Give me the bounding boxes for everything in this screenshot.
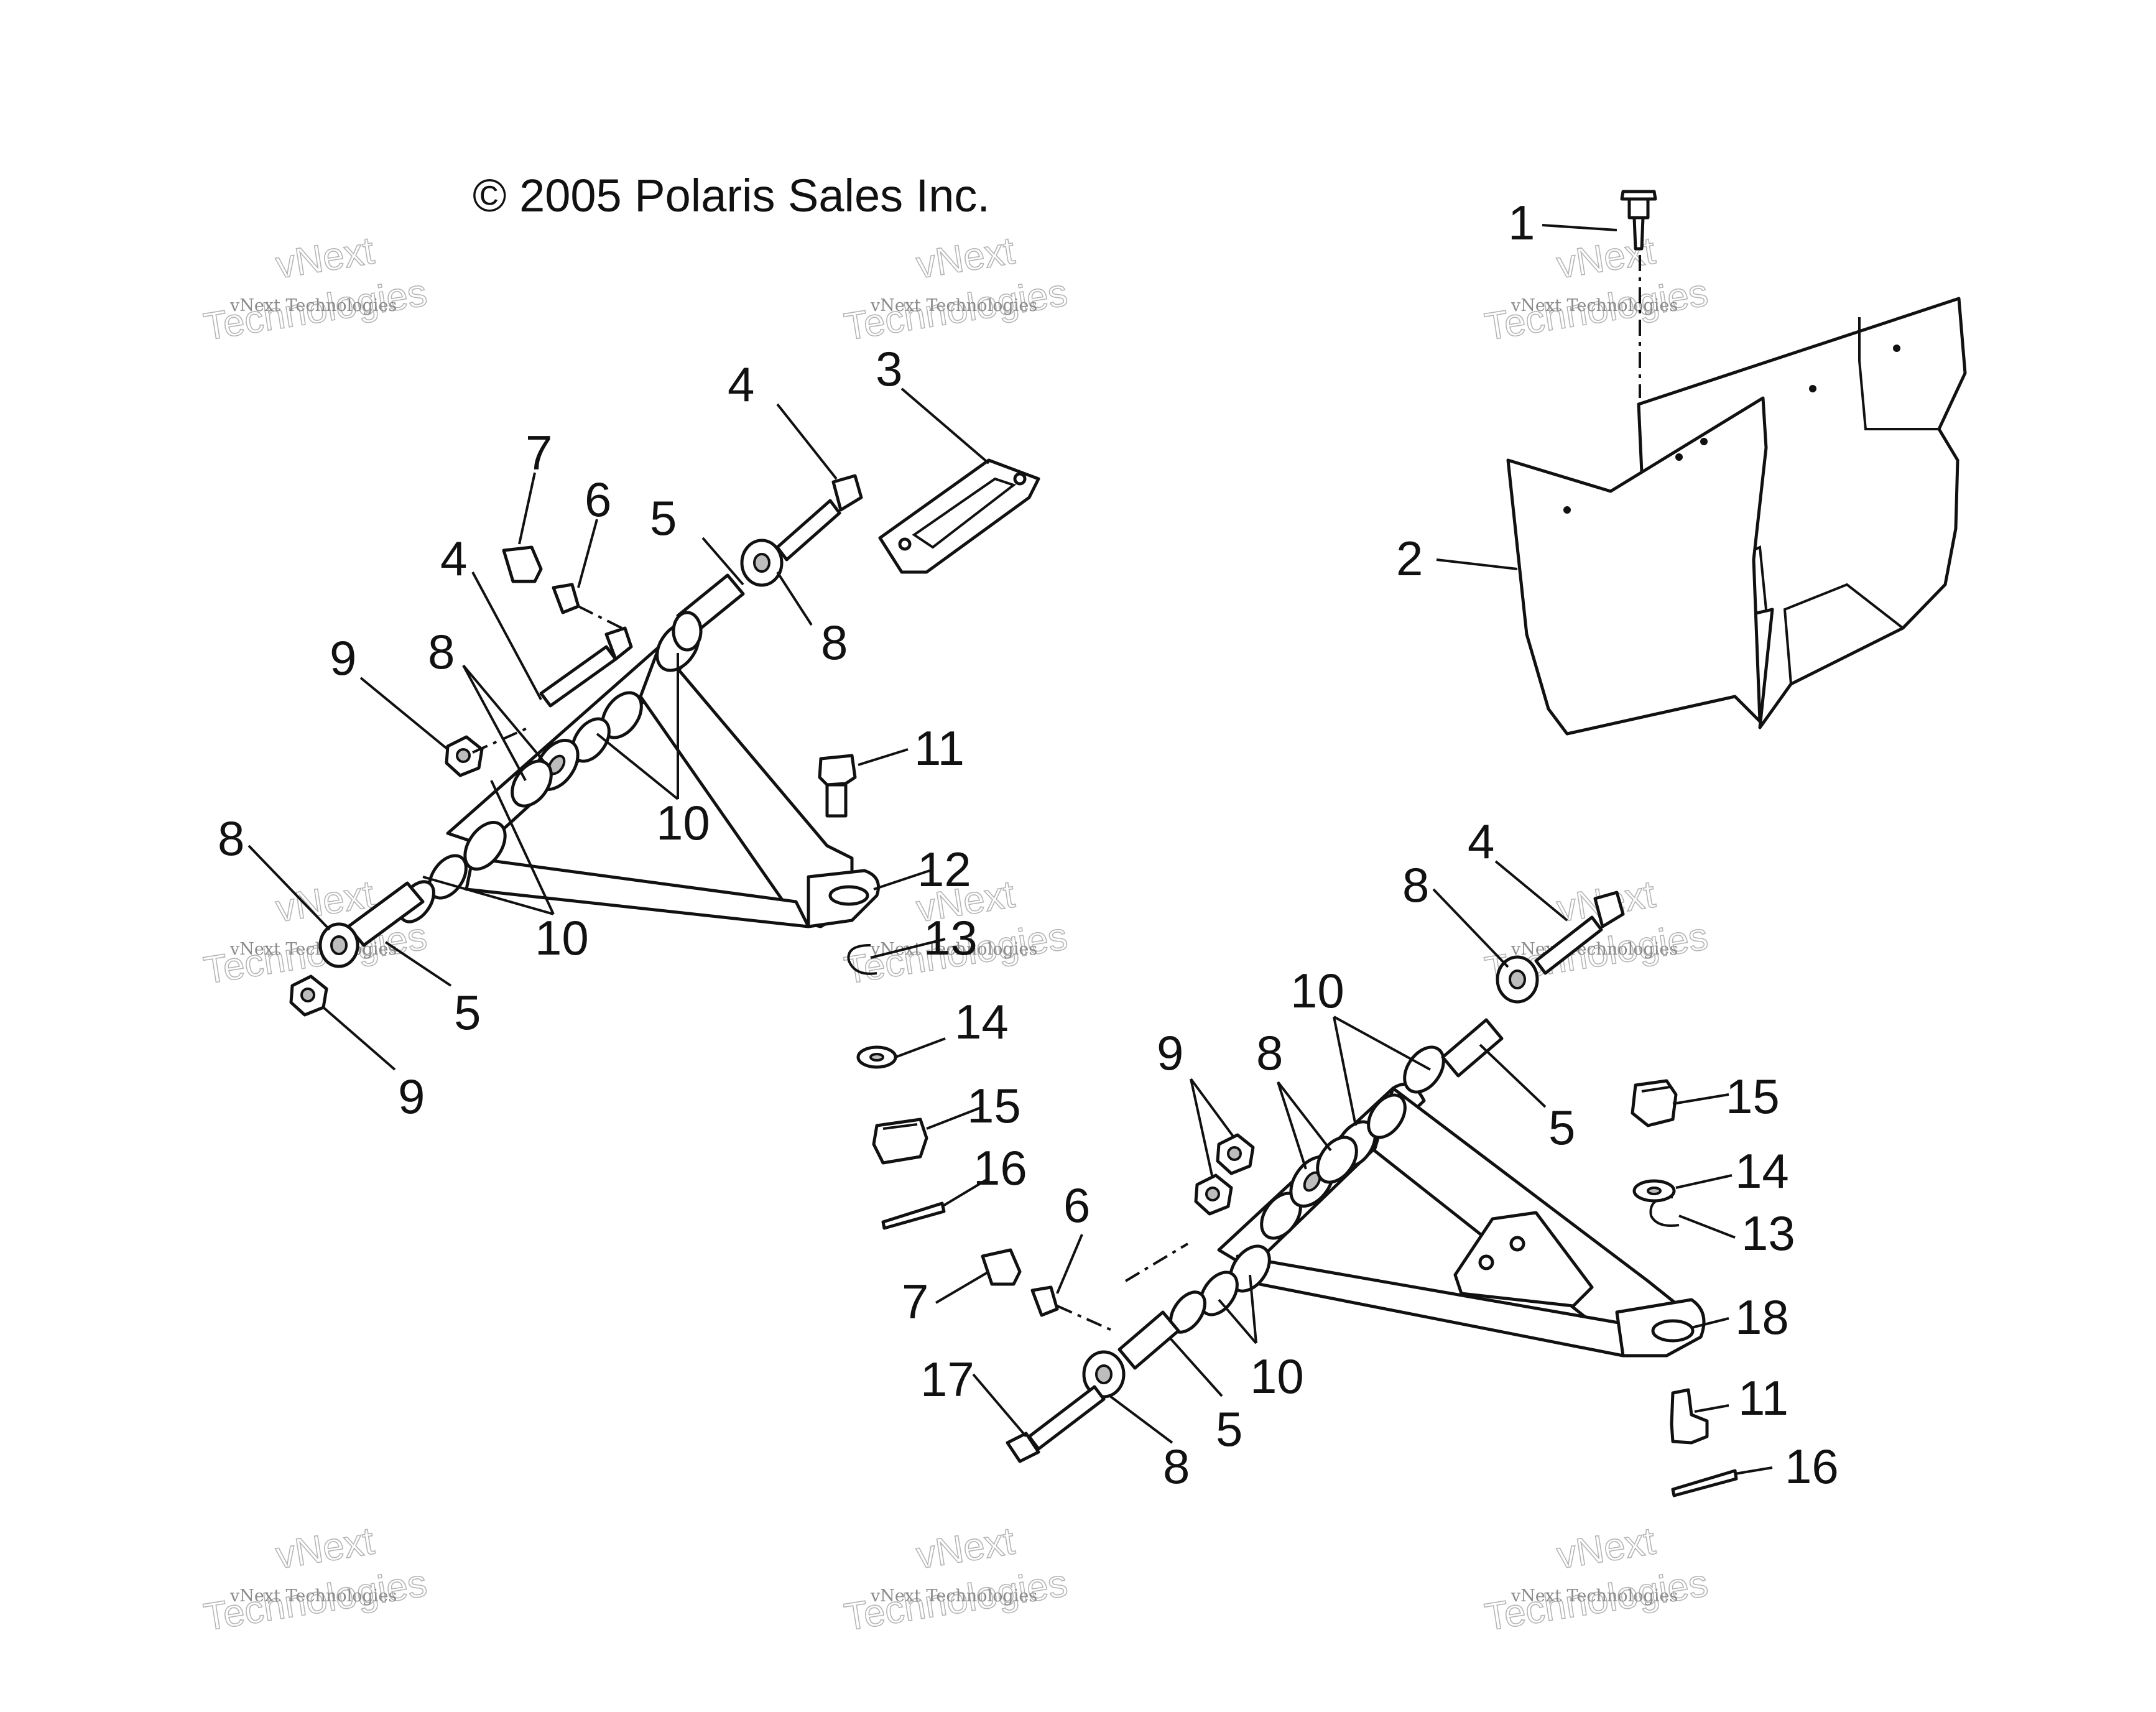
svg-text:vNext Technologies: vNext Technologies	[229, 1586, 397, 1606]
callout-6: 6	[585, 472, 611, 527]
callouts: 1 2 3 4 4 4 5 5 5 5 6 6 7 7 8 8 8 8 8 8 …	[218, 195, 1839, 1494]
callout-5: 5	[650, 491, 677, 545]
callout-1: 1	[1508, 195, 1535, 250]
svg-text:vNext Technologies: vNext Technologies	[870, 296, 1037, 315]
svg-text:vNext: vNext	[914, 229, 1017, 287]
screw-part-1	[1620, 190, 1657, 398]
callout-13: 13	[923, 910, 978, 965]
callout-8: 8	[821, 615, 848, 670]
callout-8: 8	[1163, 1439, 1190, 1494]
svg-text:vNext Technologies: vNext Technologies	[1511, 1586, 1678, 1606]
svg-text:vNext Technologies: vNext Technologies	[1511, 296, 1678, 315]
callout-7: 7	[902, 1274, 928, 1329]
splash-guard-part-2	[1506, 297, 1967, 736]
svg-text:vNext: vNext	[273, 1519, 377, 1577]
bracket-part-3	[878, 458, 1040, 574]
callout-8: 8	[428, 624, 455, 679]
callout-11: 11	[1738, 1371, 1788, 1425]
svg-text:vNext: vNext	[1554, 1519, 1658, 1577]
svg-text:vNext Technologies: vNext Technologies	[870, 940, 1037, 959]
callout-4: 4	[440, 531, 467, 586]
callout-10: 10	[1290, 963, 1344, 1018]
callout-18: 18	[1735, 1290, 1789, 1344]
callout-16: 16	[973, 1141, 1027, 1195]
callout-14: 14	[955, 994, 1009, 1049]
callout-15: 15	[1726, 1069, 1780, 1124]
svg-text:vNext Technologies: vNext Technologies	[229, 296, 397, 315]
callout-10: 10	[1250, 1349, 1304, 1404]
callout-14: 14	[1735, 1144, 1789, 1198]
watermark: vNext Technologies vNext Technologies	[200, 872, 430, 993]
watermark: vNext Technologies vNext Technologies	[841, 229, 1071, 349]
callout-2: 2	[1396, 531, 1423, 586]
callout-5: 5	[454, 985, 481, 1040]
watermark: vNext Technologies vNext Technologies	[200, 229, 430, 349]
callout-13: 13	[1741, 1206, 1795, 1261]
callout-12: 12	[917, 842, 971, 897]
leader-lines	[248, 224, 1773, 1475]
callout-9: 9	[398, 1069, 425, 1124]
callout-5: 5	[1548, 1100, 1575, 1155]
callout-17: 17	[920, 1352, 974, 1407]
watermark: vNext Technologies vNext Technologies	[200, 1519, 430, 1640]
callout-6: 6	[1063, 1178, 1090, 1233]
svg-text:vNext: vNext	[914, 1519, 1017, 1577]
callout-7: 7	[525, 425, 552, 480]
svg-text:vNext Technologies: vNext Technologies	[229, 940, 397, 959]
callout-5: 5	[1216, 1402, 1242, 1456]
lower-a-arm-assembly	[981, 891, 1738, 1497]
upper-a-arm-assembly	[289, 474, 880, 1017]
callout-16: 16	[1785, 1439, 1839, 1494]
callout-15: 15	[967, 1078, 1021, 1133]
callout-3: 3	[876, 341, 902, 396]
callout-4: 4	[728, 357, 754, 412]
callout-4: 4	[1468, 814, 1494, 869]
svg-text:vNext: vNext	[273, 229, 377, 287]
callout-9: 9	[1157, 1025, 1183, 1080]
svg-text:vNext Technologies: vNext Technologies	[1511, 940, 1678, 959]
svg-text:vNext Technologies: vNext Technologies	[870, 1586, 1037, 1606]
callout-8: 8	[1402, 858, 1429, 912]
watermark: vNext Technologies vNext Technologies	[1481, 1519, 1711, 1640]
callout-8: 8	[218, 811, 244, 866]
copyright-notice: © 2005 Polaris Sales Inc.	[473, 170, 990, 221]
callout-8: 8	[1256, 1025, 1283, 1080]
watermark: vNext Technologies vNext Technologies	[841, 1519, 1071, 1640]
callout-9: 9	[330, 631, 356, 685]
left-hardware	[847, 944, 946, 1230]
callout-10: 10	[656, 795, 710, 850]
callout-11: 11	[914, 721, 965, 775]
callout-10: 10	[535, 910, 589, 965]
